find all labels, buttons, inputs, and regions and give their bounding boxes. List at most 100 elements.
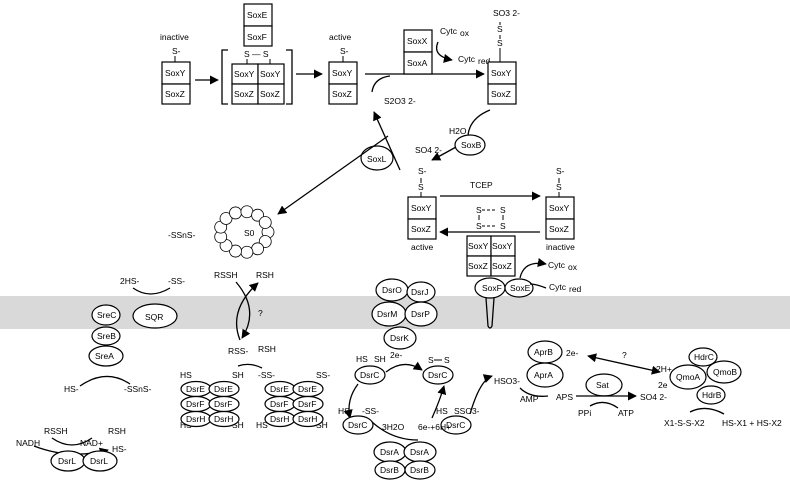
- svg-text:6e-+6H+: 6e-+6H+: [418, 422, 451, 432]
- sulfur-bead: [240, 205, 254, 219]
- svg-text:?: ?: [622, 350, 627, 360]
- svg-text:active: active: [411, 242, 433, 252]
- rsh-label-2: RSH: [258, 344, 276, 354]
- soxyz-dimer-middle: S S S S SoxY SoxY SoxZ SoxZ: [466, 205, 516, 277]
- svg-text:HdrC: HdrC: [694, 352, 714, 362]
- svg-text:-SS-: -SS-: [362, 406, 379, 416]
- dsrmkjop-complex: DsrO DsrJ DsrM DsrP DsrK: [371, 278, 438, 350]
- svg-text:QmoA: QmoA: [676, 372, 700, 382]
- svg-text:SoxY: SoxY: [549, 203, 570, 213]
- dsr-dsrh-label: DsrH: [270, 414, 289, 424]
- dsr-dsrh-label: DsrH: [186, 414, 205, 424]
- svg-text:DsrL: DsrL: [58, 456, 76, 466]
- svg-text:HS: HS: [338, 406, 350, 416]
- svg-text:AMP: AMP: [520, 394, 539, 404]
- thiol-products-label: HS-X1 + HS-X2: [722, 418, 782, 428]
- dsrc-persulfide: [342, 415, 374, 435]
- disulfide-label: S — S: [244, 49, 269, 59]
- soxe-subunit: [504, 278, 534, 298]
- svg-text:DsrC: DsrC: [360, 370, 379, 380]
- svg-text:SoxY: SoxY: [492, 241, 513, 251]
- svg-text:2e-: 2e-: [390, 350, 402, 360]
- svg-text:SoxA: SoxA: [407, 58, 428, 68]
- sulfite-label: SO3 2-: [493, 8, 520, 18]
- dsr-dsre-label: DsrE: [298, 384, 317, 394]
- qmo-hdr-complex: HdrC QmoA QmoB HdrB: [669, 347, 742, 405]
- svg-text:SSO3-: SSO3-: [454, 406, 480, 416]
- svg-text:DsrK: DsrK: [390, 333, 409, 343]
- s-minus-label: S-: [172, 46, 181, 56]
- cytc-red-label: Cytc: [458, 54, 476, 64]
- svg-text:?: ?: [258, 308, 263, 318]
- dsr-dsrf-label: DsrF: [270, 399, 288, 409]
- svg-text:DsrA: DsrA: [380, 447, 399, 457]
- svg-text:SoxF: SoxF: [482, 283, 502, 293]
- rsh-label-1: RSH: [256, 270, 274, 280]
- svg-text:SoxZ: SoxZ: [411, 224, 431, 234]
- dsrl-subunit-2: [82, 450, 118, 472]
- sulfur-bead: [229, 206, 242, 220]
- svg-text:S: S: [500, 221, 506, 231]
- svg-text:DsrB: DsrB: [380, 465, 399, 475]
- dsr-dsre-label: DsrE: [270, 384, 289, 394]
- s0-label: S0: [244, 228, 255, 238]
- soxyz-sulfosulfanyl: SO3 2- S S SoxY SoxZ: [487, 8, 520, 105]
- polysulfide-label: -SSnS-: [168, 230, 196, 240]
- sulfur-bead: [258, 216, 272, 229]
- soxy-label: SoxY: [165, 68, 186, 78]
- svg-text:2HS-: 2HS-: [120, 276, 140, 286]
- svg-text:SoxZ: SoxZ: [491, 89, 511, 99]
- svg-text:Cytc: Cytc: [549, 282, 567, 292]
- svg-text:S: S: [476, 205, 482, 215]
- svg-text:S: S: [497, 38, 503, 48]
- soxb-enzyme: [454, 134, 486, 156]
- svg-text:S-: S-: [418, 166, 427, 176]
- dsrc-oxidized: [422, 365, 454, 385]
- svg-text:3H2O: 3H2O: [382, 422, 405, 432]
- svg-text:S: S: [418, 182, 424, 192]
- svg-text:SreC: SreC: [97, 310, 116, 320]
- svg-text:S: S: [497, 24, 503, 34]
- svg-text:SH: SH: [232, 420, 244, 430]
- sulfur-bead: [251, 242, 265, 256]
- svg-text:ox: ox: [460, 28, 470, 38]
- svg-text:ATP: ATP: [618, 408, 634, 418]
- svg-text:SH: SH: [316, 420, 328, 430]
- sulfur-bead: [240, 245, 254, 259]
- disulfide-substrate-label: X1-S-S-X2: [664, 418, 705, 428]
- svg-text:S-: S-: [340, 46, 349, 56]
- svg-text:HS: HS: [180, 370, 192, 380]
- svg-text:SoxZ: SoxZ: [234, 89, 254, 99]
- svg-text:SoxY: SoxY: [260, 69, 281, 79]
- svg-text:RSSH: RSSH: [44, 426, 68, 436]
- sulfur-bead: [229, 244, 242, 258]
- svg-text:DsrM: DsrM: [377, 309, 397, 319]
- svg-text:Sat: Sat: [596, 380, 609, 390]
- soxl-enzyme: [360, 145, 394, 171]
- svg-text:-SS-: -SS-: [258, 370, 275, 380]
- svg-text:SoxZ: SoxZ: [332, 89, 352, 99]
- sreb-subunit: [91, 326, 121, 346]
- svg-text:DsrL: DsrL: [90, 456, 108, 466]
- tcep-label: TCEP: [470, 180, 493, 190]
- svg-text:Cytc: Cytc: [548, 260, 566, 270]
- cytc-ox-label: Cytc: [440, 26, 458, 36]
- svg-text:HS: HS: [356, 354, 368, 364]
- dsrab-complex: DsrA DsrA DsrB DsrB: [373, 441, 437, 480]
- svg-text:DsrC: DsrC: [446, 420, 465, 430]
- svg-text:HdrB: HdrB: [702, 390, 722, 400]
- svg-text:active: active: [329, 32, 351, 42]
- dsr-dsrf-label: DsrF: [298, 399, 316, 409]
- svg-text:HS-: HS-: [112, 444, 127, 454]
- svg-text:DsrC: DsrC: [428, 370, 447, 380]
- soxyz-active-top: active S- SoxY SoxZ: [328, 32, 358, 105]
- aps-label: APS: [556, 392, 573, 402]
- inactive-label: inactive: [160, 32, 189, 42]
- bisulfite-label: HSO3-: [494, 376, 520, 386]
- svg-text:S: S: [476, 221, 482, 231]
- soxyz-inactive-right: S- S SoxY SoxZ inactive: [545, 166, 575, 252]
- srea-subunit: [88, 345, 124, 367]
- dsr-dsrf-label: DsrF: [186, 399, 204, 409]
